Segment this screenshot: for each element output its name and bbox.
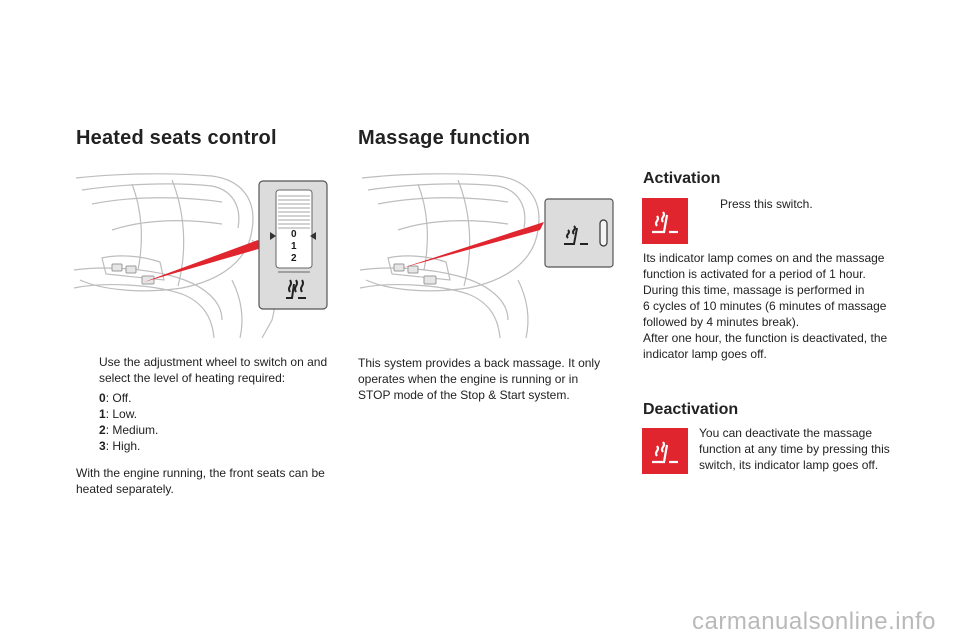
massage-seat-illustration xyxy=(358,170,620,340)
heat-level-1: 1: Low. xyxy=(99,407,138,421)
heated-instruction: Use the adjustment wheel to switch on an… xyxy=(99,355,328,385)
seat-drawing xyxy=(73,173,276,339)
massage-desc-line3: STOP mode of the Stop & Start system. xyxy=(358,388,570,402)
seat-heat-icon xyxy=(282,276,310,307)
activation-line-7: indicator lamp goes off. xyxy=(643,347,767,361)
heat-wheel-panel xyxy=(258,180,328,310)
massage-desc-line2: operates when the engine is running or i… xyxy=(358,372,579,386)
watermark: carmanualsonline.info xyxy=(692,608,936,635)
deactivation-line-1: You can deactivate the massage xyxy=(699,426,873,440)
wheel-mark-1: 1 xyxy=(291,241,297,252)
seat-massage-icon xyxy=(652,441,678,464)
deactivation-switch-icon xyxy=(642,428,688,474)
massage-switch-drawing xyxy=(544,198,614,268)
activation-heading: Activation xyxy=(643,170,721,187)
wheel-mark-0: 0 xyxy=(291,229,297,240)
deactivation-line-3: switch, its indicator lamp goes off. xyxy=(699,458,879,472)
heated-seats-title: Heated seats control xyxy=(76,127,277,149)
activation-line-6: After one hour, the function is deactiva… xyxy=(643,331,888,345)
seat-massage-icon xyxy=(652,211,678,234)
activation-line-1: Its indicator lamp comes on and the mass… xyxy=(643,251,885,265)
heat-level-3: 3: High. xyxy=(99,439,141,453)
deactivation-heading: Deactivation xyxy=(643,401,739,418)
heated-seat-illustration xyxy=(72,170,334,340)
heated-footer-line2: heated separately. xyxy=(76,482,174,496)
heat-wheel-drawing xyxy=(258,180,328,310)
massage-switch-panel xyxy=(544,198,614,268)
heat-level-2: 2: Medium. xyxy=(99,423,159,437)
massage-title: Massage function xyxy=(358,127,531,149)
heat-level-0: 0: Off. xyxy=(99,391,132,405)
activation-line-3: During this time, massage is performed i… xyxy=(643,283,865,297)
seat-drawing-2 xyxy=(359,173,544,339)
wheel-mark-2: 2 xyxy=(291,253,297,264)
activation-line-2: function is activated for a period of 1 … xyxy=(643,267,866,281)
activation-instruction: Press this switch. xyxy=(720,197,813,211)
activation-line-4: 6 cycles of 10 minutes (6 minutes of mas… xyxy=(643,299,887,313)
activation-switch-icon xyxy=(642,198,688,244)
heated-footer-line1: With the engine running, the front seats… xyxy=(76,466,325,480)
deactivation-line-2: function at any time by pressing this xyxy=(699,442,890,456)
activation-line-5: followed by 4 minutes break). xyxy=(643,315,800,329)
massage-desc-line1: This system provides a back massage. It … xyxy=(358,356,601,370)
